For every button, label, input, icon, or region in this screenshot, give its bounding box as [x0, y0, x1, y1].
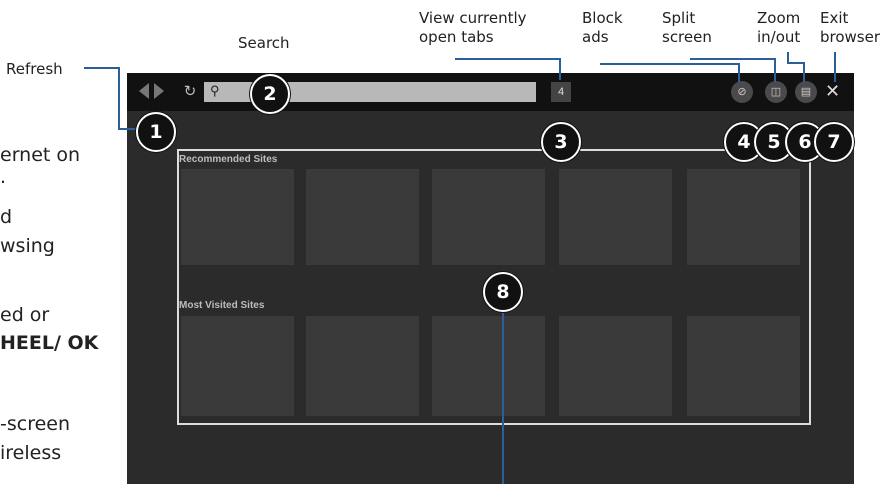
- close-icon[interactable]: ✕: [825, 81, 841, 101]
- zoom-callout-label: Zoom in/out: [757, 9, 801, 46]
- search-callout-label: Search: [238, 34, 290, 52]
- block-ads-callout-label: Block ads: [582, 9, 623, 46]
- callout-line: [118, 67, 120, 130]
- callout-badge-7: 7: [814, 122, 854, 162]
- most-visited-site-tile[interactable]: [306, 316, 419, 416]
- split-screen-icon[interactable]: ◫: [765, 81, 787, 103]
- zoom-icon[interactable]: ▤: [795, 81, 817, 103]
- section-title-recommended: Recommended Sites: [179, 154, 278, 165]
- recommended-site-tile[interactable]: [432, 169, 545, 265]
- side-text-line: -screen: [0, 413, 71, 435]
- most-visited-site-tile[interactable]: [559, 316, 672, 416]
- callout-line: [84, 67, 120, 69]
- callout-line: [787, 62, 805, 64]
- recommended-site-tile[interactable]: [687, 169, 800, 265]
- split-screen-callout-label: Split screen: [662, 9, 712, 46]
- recommended-site-tile[interactable]: [306, 169, 419, 265]
- view-tabs-callout-label: View currently open tabs: [419, 9, 527, 46]
- recommended-site-tile[interactable]: [181, 169, 294, 265]
- callout-line: [774, 58, 776, 82]
- browser-toolbar: ↻ ⚲ 4 ⊘ ◫ ▤ ✕: [127, 73, 854, 111]
- callout-line: [787, 52, 789, 64]
- callout-line: [118, 128, 138, 130]
- callout-badge-1: 1: [136, 112, 176, 152]
- content-highlight-frame: [177, 149, 811, 425]
- side-text-line: ed or: [0, 304, 50, 326]
- block-ads-icon[interactable]: ⊘: [731, 81, 753, 103]
- search-icon: ⚲: [210, 83, 220, 98]
- side-text-line: ernet on: [0, 144, 81, 166]
- tabs-count-button[interactable]: 4: [551, 82, 571, 102]
- exit-callout-label: Exit browser: [820, 9, 881, 46]
- callout-badge-8: 8: [483, 272, 523, 312]
- forward-arrow-icon[interactable]: [154, 83, 164, 99]
- side-text-line: HEEL/ OK: [0, 332, 99, 354]
- back-arrow-icon[interactable]: [139, 83, 149, 99]
- callout-line: [559, 58, 561, 80]
- callout-line: [455, 58, 561, 60]
- callout-line: [834, 52, 836, 82]
- most-visited-site-tile[interactable]: [687, 316, 800, 416]
- callout-line: [502, 312, 504, 484]
- refresh-icon[interactable]: ↻: [183, 83, 197, 100]
- most-visited-site-tile[interactable]: [432, 316, 545, 416]
- callout-line: [600, 63, 740, 65]
- callout-badge-3: 3: [541, 122, 581, 162]
- callout-line: [690, 58, 776, 60]
- side-text-line: ireless: [0, 442, 62, 464]
- recommended-site-tile[interactable]: [559, 169, 672, 265]
- callout-line: [803, 62, 805, 82]
- side-text-line: d: [0, 206, 13, 228]
- callout-badge-2: 2: [250, 74, 290, 114]
- section-title-most-visited: Most Visited Sites: [179, 300, 265, 311]
- callout-line: [738, 63, 740, 82]
- refresh-callout-label: Refresh: [6, 60, 63, 78]
- side-text-line: wsing: [0, 235, 55, 257]
- most-visited-site-tile[interactable]: [181, 316, 294, 416]
- side-text-line: .: [0, 166, 7, 188]
